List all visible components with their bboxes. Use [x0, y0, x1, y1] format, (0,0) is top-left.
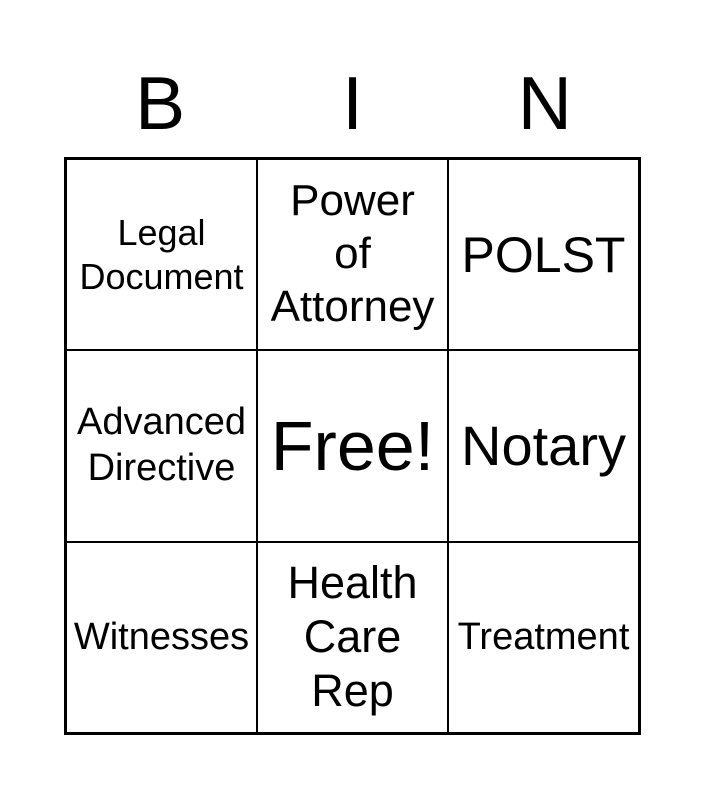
- cell-advanced-directive[interactable]: Advanced Directive: [66, 350, 257, 542]
- cell-health-care-rep[interactable]: Health Care Rep: [257, 541, 448, 733]
- cell-text: Health Care Rep: [287, 557, 418, 717]
- cell-notary[interactable]: Notary: [448, 350, 639, 542]
- cell-text: Advanced Directive: [76, 401, 246, 489]
- cell-free-space[interactable]: Free!: [257, 350, 448, 542]
- cell-text: Notary: [461, 414, 626, 478]
- header-letter-b: B: [135, 61, 186, 145]
- cell-text: Power of Attorney: [270, 176, 435, 332]
- cell-text: Legal Document: [79, 212, 244, 297]
- header-letter-n: N: [517, 61, 572, 145]
- cell-witnesses[interactable]: Witnesses: [66, 541, 257, 733]
- cell-text: POLST: [461, 226, 626, 283]
- header-letter-i: I: [342, 61, 363, 145]
- cell-text: Treatment: [457, 615, 630, 658]
- cell-polst[interactable]: POLST: [448, 159, 639, 351]
- cell-legal-document[interactable]: Legal Document: [66, 159, 257, 351]
- cell-text: Witnesses: [73, 615, 250, 658]
- cell-text: Free!: [270, 406, 435, 485]
- cell-treatment[interactable]: Treatment: [448, 541, 639, 733]
- cell-power-of-attorney[interactable]: Power of Attorney: [257, 159, 448, 351]
- bingo-header-letters: B I N: [64, 66, 641, 141]
- bingo-grid: Legal Document Power of Attorney POLST A…: [64, 157, 641, 735]
